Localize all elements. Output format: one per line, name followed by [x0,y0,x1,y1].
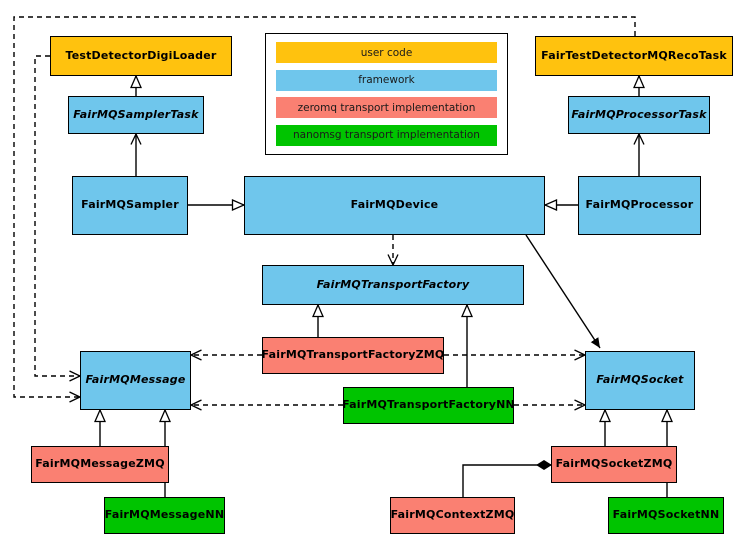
class-node-FairMQProcessorTask[interactable]: FairMQProcessorTask [568,96,710,134]
class-node-FairMQContextZMQ[interactable]: FairMQContextZMQ [390,497,515,534]
class-node-label: FairMQTransportFactoryNN [342,398,515,412]
class-node-label: FairMQTransportFactory [316,277,470,291]
legend-label-framework: framework [358,74,415,87]
class-node-label: FairMQSocketNN [612,508,720,522]
edge-socketzmq-composition-contextzmq [462,460,552,497]
class-node-label: FairMQSamplerTask [73,107,199,121]
edge-device-to-socket [525,234,601,349]
class-node-label: FairMQContextZMQ [390,508,515,522]
class-node-FairMQSamplerTask[interactable]: FairMQSamplerTask [68,96,204,134]
class-node-label: FairMQSocket [596,373,684,387]
class-node-label: FairMQTransportFactoryZMQ [261,348,445,362]
legend: user code framework zeromq transport imp… [265,33,508,155]
legend-label-zeromq: zeromq transport implementation [297,101,476,114]
class-node-FairMQTransportFactoryZMQ[interactable]: FairMQTransportFactoryZMQ [262,337,444,374]
legend-item-nanomsg: nanomsg transport implementation [276,124,497,146]
class-node-TestDetectorDigiLoader[interactable]: TestDetectorDigiLoader [50,36,232,76]
legend-label-user-code: user code [360,46,413,59]
class-node-FairTestDetectorMQRecoTask[interactable]: FairTestDetectorMQRecoTask [535,36,733,76]
class-node-label: FairMQProcessorTask [571,107,707,121]
class-node-FairMQTransportFactory[interactable]: FairMQTransportFactory [262,265,524,305]
class-node-FairMQDevice[interactable]: FairMQDevice [244,176,545,235]
class-node-FairMQSampler[interactable]: FairMQSampler [72,176,188,235]
class-node-FairMQMessageNN[interactable]: FairMQMessageNN [104,497,225,534]
class-node-label: FairMQMessageNN [104,508,225,522]
class-node-label: FairMQSampler [81,198,179,212]
class-node-label: FairMQSocketZMQ [555,457,673,471]
class-node-label: FairMQProcessor [585,198,694,212]
class-node-label: TestDetectorDigiLoader [65,48,217,62]
class-node-FairMQProcessor[interactable]: FairMQProcessor [578,176,701,235]
class-node-label: FairTestDetectorMQRecoTask [541,48,727,62]
class-node-label: FairMQDevice [350,198,439,212]
class-node-FairMQTransportFactoryNN[interactable]: FairMQTransportFactoryNN [342,387,515,424]
class-node-FairMQMessage[interactable]: FairMQMessage [80,351,191,410]
class-node-FairMQMessageZMQ[interactable]: FairMQMessageZMQ [31,446,169,483]
class-node-label: FairMQMessage [85,373,186,387]
legend-item-zeromq: zeromq transport implementation [276,97,497,119]
class-node-label: FairMQMessageZMQ [35,457,165,471]
class-node-FairMQSocketZMQ[interactable]: FairMQSocketZMQ [551,446,677,483]
class-node-FairMQSocket[interactable]: FairMQSocket [585,351,695,410]
legend-item-framework: framework [276,69,497,91]
legend-item-user-code: user code [276,42,497,63]
class-node-FairMQSocketNN[interactable]: FairMQSocketNN [608,497,724,534]
legend-label-nanomsg: nanomsg transport implementation [293,129,480,142]
